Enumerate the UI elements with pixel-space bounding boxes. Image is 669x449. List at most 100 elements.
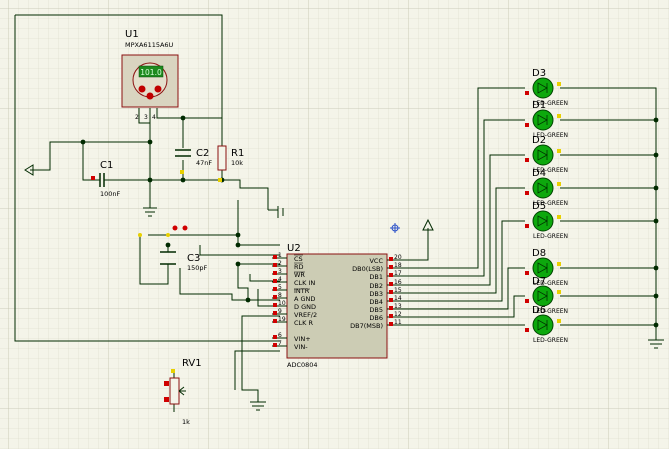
u2-pin-name: CLK R — [294, 319, 313, 327]
u2-pin-name: DB1 — [369, 273, 383, 281]
led-part-label: LED-GREEN — [533, 233, 568, 240]
c1-capacitor[interactable]: C1 100nF — [91, 160, 121, 198]
u2-body — [286, 253, 388, 359]
origin-marker-icon — [390, 223, 400, 233]
u2-right-pins: 20 VCC 18 DB0(LSB) 17 DB1 16 DB2 15 DB3 14 DB4 13 DB5… — [350, 254, 402, 330]
u2-pin-number: 4 — [278, 276, 282, 283]
r1-value: 10k — [231, 159, 243, 167]
c1-value: 100nF — [100, 190, 121, 198]
u2-pin-number: 7 — [278, 340, 282, 347]
u2-pin-name: DB7(MSB) — [350, 322, 383, 330]
ground-symbols — [24, 164, 664, 411]
rv1-value: 1k — [182, 418, 190, 426]
u2-pin-number: 1 — [278, 252, 282, 259]
u2-pin-number: 10 — [278, 300, 286, 307]
u2-pin-name: DB6 — [369, 314, 383, 322]
led-part-label: LED-GREEN — [533, 308, 568, 315]
u2-pin-name: VIN+ — [294, 335, 311, 343]
led-ref: D3 — [532, 68, 546, 79]
c2-value: 47nF — [196, 159, 212, 167]
u2-pin-number: 20 — [394, 254, 402, 261]
r1-resistor[interactable]: R1 10k — [217, 145, 244, 182]
c3-ref: C3 — [187, 253, 200, 264]
led-part-label: LED-GREEN — [533, 132, 568, 139]
u2-pin-name: WR — [294, 271, 305, 279]
rv1-ref: RV1 — [182, 358, 202, 369]
led-ref: D8 — [532, 248, 546, 259]
rv1-potentiometer[interactable]: RV1 1k — [164, 358, 202, 426]
led-part-label: LED-GREEN — [533, 337, 568, 344]
u1-port-3 — [146, 92, 154, 100]
led-part-label: LED-GREEN — [533, 200, 568, 207]
u2-pin-name: DB4 — [369, 298, 383, 306]
u2-pin-number: 11 — [394, 319, 402, 326]
u1-pin-2: 2 — [135, 114, 139, 121]
u2-pin-name: RD — [294, 263, 304, 271]
u1-ref: U1 — [125, 29, 139, 40]
led-bank: D3LED-GREEND1LED-GREEND2LED-GREEND4LED-G… — [525, 68, 568, 344]
u2-pin-number: 12 — [394, 311, 402, 318]
c2-capacitor[interactable]: C2 47nF — [175, 148, 212, 174]
u2-pin-number: 19 — [278, 316, 286, 323]
c3-capacitor[interactable]: C3 150pF — [160, 251, 208, 272]
led-part-label: LED-GREEN — [533, 280, 568, 287]
u2-pin-number: 13 — [394, 303, 402, 310]
c2-ref: C2 — [196, 148, 209, 159]
u2-pin-number: 15 — [394, 287, 402, 294]
u1-display — [138, 65, 164, 78]
u2-pin-number: 2 — [278, 260, 282, 267]
u1-part: MPXA6115A6U — [125, 41, 174, 49]
led-ref: D4 — [532, 168, 546, 179]
u2-pin-number: 6 — [278, 332, 282, 339]
u1-port-1 — [138, 85, 146, 93]
led-ref: D6 — [532, 305, 546, 316]
u2-pin-name: A GND — [294, 295, 315, 303]
u2-pin-number: 14 — [394, 295, 402, 302]
led-ref: D7 — [532, 276, 546, 287]
u2-pin-number: 16 — [394, 279, 402, 286]
u1-sensor[interactable]: U1 MPXA6115A6U 101.0 2 3 4 — [121, 29, 179, 121]
u2-pin-name: VREF/2 — [294, 311, 317, 319]
u2-pin-name: VCC — [369, 257, 383, 265]
c3-value: 150pF — [187, 264, 208, 272]
u2-pin-number: 5 — [278, 284, 282, 291]
u2-pin-number: 18 — [394, 262, 402, 269]
led-ref: D5 — [532, 201, 546, 212]
u2-pin-name: DB0(LSB) — [352, 265, 383, 273]
u2-pin-name: CLK IN — [294, 279, 315, 287]
u2-pin-number: 8 — [278, 292, 282, 299]
led-part-label: LED-GREEN — [533, 100, 568, 107]
u1-port-2 — [154, 85, 162, 93]
u2-pin-name: DB2 — [369, 282, 383, 290]
clock-probe — [138, 225, 188, 237]
u2-pin-name: DB3 — [369, 290, 383, 298]
led-part-label: LED-GREEN — [533, 167, 568, 174]
u2-pin-number: 17 — [394, 270, 402, 277]
u1-display-value: 101.0 — [140, 68, 162, 77]
u2-pin-number: 9 — [278, 308, 282, 315]
u1-pin-4: 4 — [152, 114, 156, 121]
u2-part: ADC0804 — [287, 361, 318, 369]
junction-dots — [80, 115, 659, 328]
led-ref: D1 — [532, 100, 546, 111]
u2-pin-name: DB5 — [369, 306, 383, 314]
led-ref: D2 — [532, 135, 546, 146]
c1-ref: C1 — [100, 160, 113, 171]
u2-pin-name: VIN- — [294, 343, 308, 351]
u2-ref: U2 — [287, 243, 301, 254]
u2-pin-name: CS — [294, 255, 303, 263]
u2-pin-name: D GND — [294, 303, 316, 311]
r1-ref: R1 — [231, 148, 244, 159]
